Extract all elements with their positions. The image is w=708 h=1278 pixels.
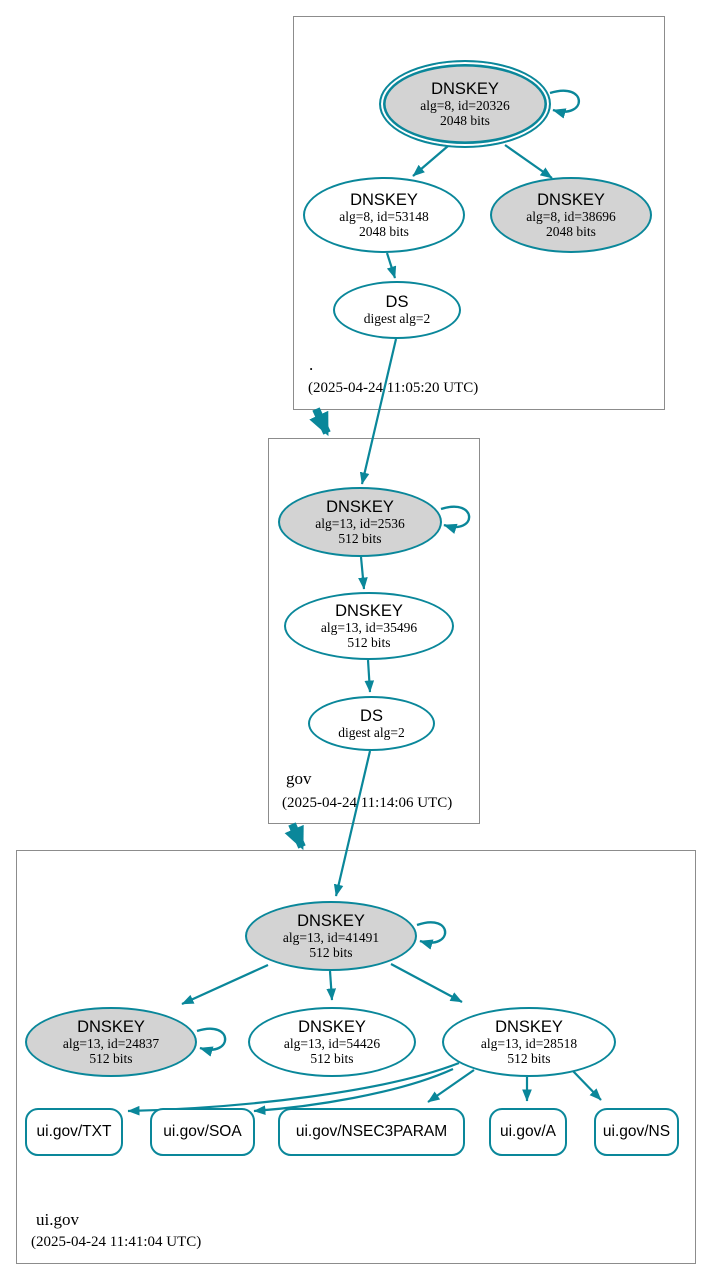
zone-timestamp-root: (2025-04-24 11:05:20 UTC) [308, 380, 479, 396]
rrset-label: ui.gov/NSEC3PARAM [295, 1123, 448, 1140]
dnskey-node-24837: DNSKEY alg=13, id=24837 512 bits [25, 1007, 197, 1077]
dnskey-detail: alg=13, id=41491 [282, 929, 380, 945]
dnskey-detail: alg=8, id=38696 [526, 208, 616, 224]
zone-name-root: . [309, 355, 314, 374]
rrset-node-a: ui.gov/A [489, 1108, 567, 1156]
dnskey-title: DNSKEY [335, 601, 403, 620]
zone-name-gov: gov [286, 769, 312, 788]
dnskey-detail: alg=13, id=54426 [283, 1035, 381, 1051]
dnskey-bits: 2048 bits [546, 224, 596, 239]
dnskey-detail: alg=8, id=53148 [339, 208, 429, 224]
ds-node-root: DS digest alg=2 [333, 281, 461, 339]
dnskey-detail: alg=8, id=20326 [420, 97, 510, 113]
dnskey-node-41491: DNSKEY alg=13, id=41491 512 bits [245, 901, 417, 971]
dnskey-bits: 512 bits [338, 531, 382, 546]
rrset-node-nsec3param: ui.gov/NSEC3PARAM [278, 1108, 465, 1156]
dnskey-title: DNSKEY [77, 1017, 145, 1036]
rrset-node-txt: ui.gov/TXT [25, 1108, 123, 1156]
dnskey-bits: 512 bits [309, 945, 353, 960]
dnskey-detail: alg=13, id=35496 [320, 619, 418, 635]
dnskey-node-28518: DNSKEY alg=13, id=28518 512 bits [442, 1007, 616, 1077]
dnskey-bits: 512 bits [310, 1051, 354, 1066]
dnskey-bits: 2048 bits [440, 113, 490, 128]
dnskey-node-2536: DNSKEY alg=13, id=2536 512 bits [278, 487, 442, 557]
rrset-label: ui.gov/NS [602, 1123, 671, 1140]
dnskey-title: DNSKEY [431, 79, 499, 98]
zone-name-ui-gov: ui.gov [36, 1210, 79, 1229]
dnskey-title: DNSKEY [350, 190, 418, 209]
rrset-label: ui.gov/SOA [163, 1123, 242, 1140]
dnskey-bits: 512 bits [347, 635, 391, 650]
rrset-label: ui.gov/A [499, 1123, 556, 1140]
dnskey-bits: 512 bits [507, 1051, 551, 1066]
dnskey-detail: alg=13, id=2536 [315, 515, 405, 531]
dnskey-bits: 2048 bits [359, 224, 409, 239]
dnskey-title: DNSKEY [297, 911, 365, 930]
zone-timestamp-gov: (2025-04-24 11:14:06 UTC) [282, 795, 453, 811]
dnskey-detail: alg=13, id=28518 [480, 1035, 578, 1051]
dnskey-title: DNSKEY [495, 1017, 563, 1036]
dnskey-node-54426: DNSKEY alg=13, id=54426 512 bits [248, 1007, 416, 1077]
ds-detail: digest alg=2 [363, 311, 431, 327]
dnskey-title: DNSKEY [326, 497, 394, 516]
edge-root-to-gov-delegation [309, 407, 331, 437]
dnskey-bits: 512 bits [89, 1051, 133, 1066]
rrset-label: ui.gov/TXT [36, 1123, 112, 1140]
rrset-node-ns: ui.gov/NS [594, 1108, 679, 1156]
dnskey-node-20326: DNSKEY alg=8, id=20326 2048 bits [379, 60, 551, 148]
ds-title: DS [360, 706, 383, 725]
dnskey-node-35496: DNSKEY alg=13, id=35496 512 bits [284, 592, 454, 660]
ds-detail: digest alg=2 [338, 724, 405, 740]
dnskey-node-53148: DNSKEY alg=8, id=53148 2048 bits [303, 177, 465, 253]
zone-timestamp-ui-gov: (2025-04-24 11:41:04 UTC) [31, 1234, 202, 1250]
dnskey-title: DNSKEY [537, 190, 605, 209]
dnskey-detail: alg=13, id=24837 [62, 1035, 160, 1051]
dnskey-title: DNSKEY [298, 1017, 366, 1036]
dnskey-node-38696: DNSKEY alg=8, id=38696 2048 bits [490, 177, 652, 253]
ds-title: DS [385, 293, 409, 312]
ds-node-gov: DS digest alg=2 [308, 696, 435, 751]
zone-box-root [293, 16, 665, 410]
edge-gov-to-uigov-delegation [284, 822, 306, 851]
rrset-node-soa: ui.gov/SOA [150, 1108, 255, 1156]
